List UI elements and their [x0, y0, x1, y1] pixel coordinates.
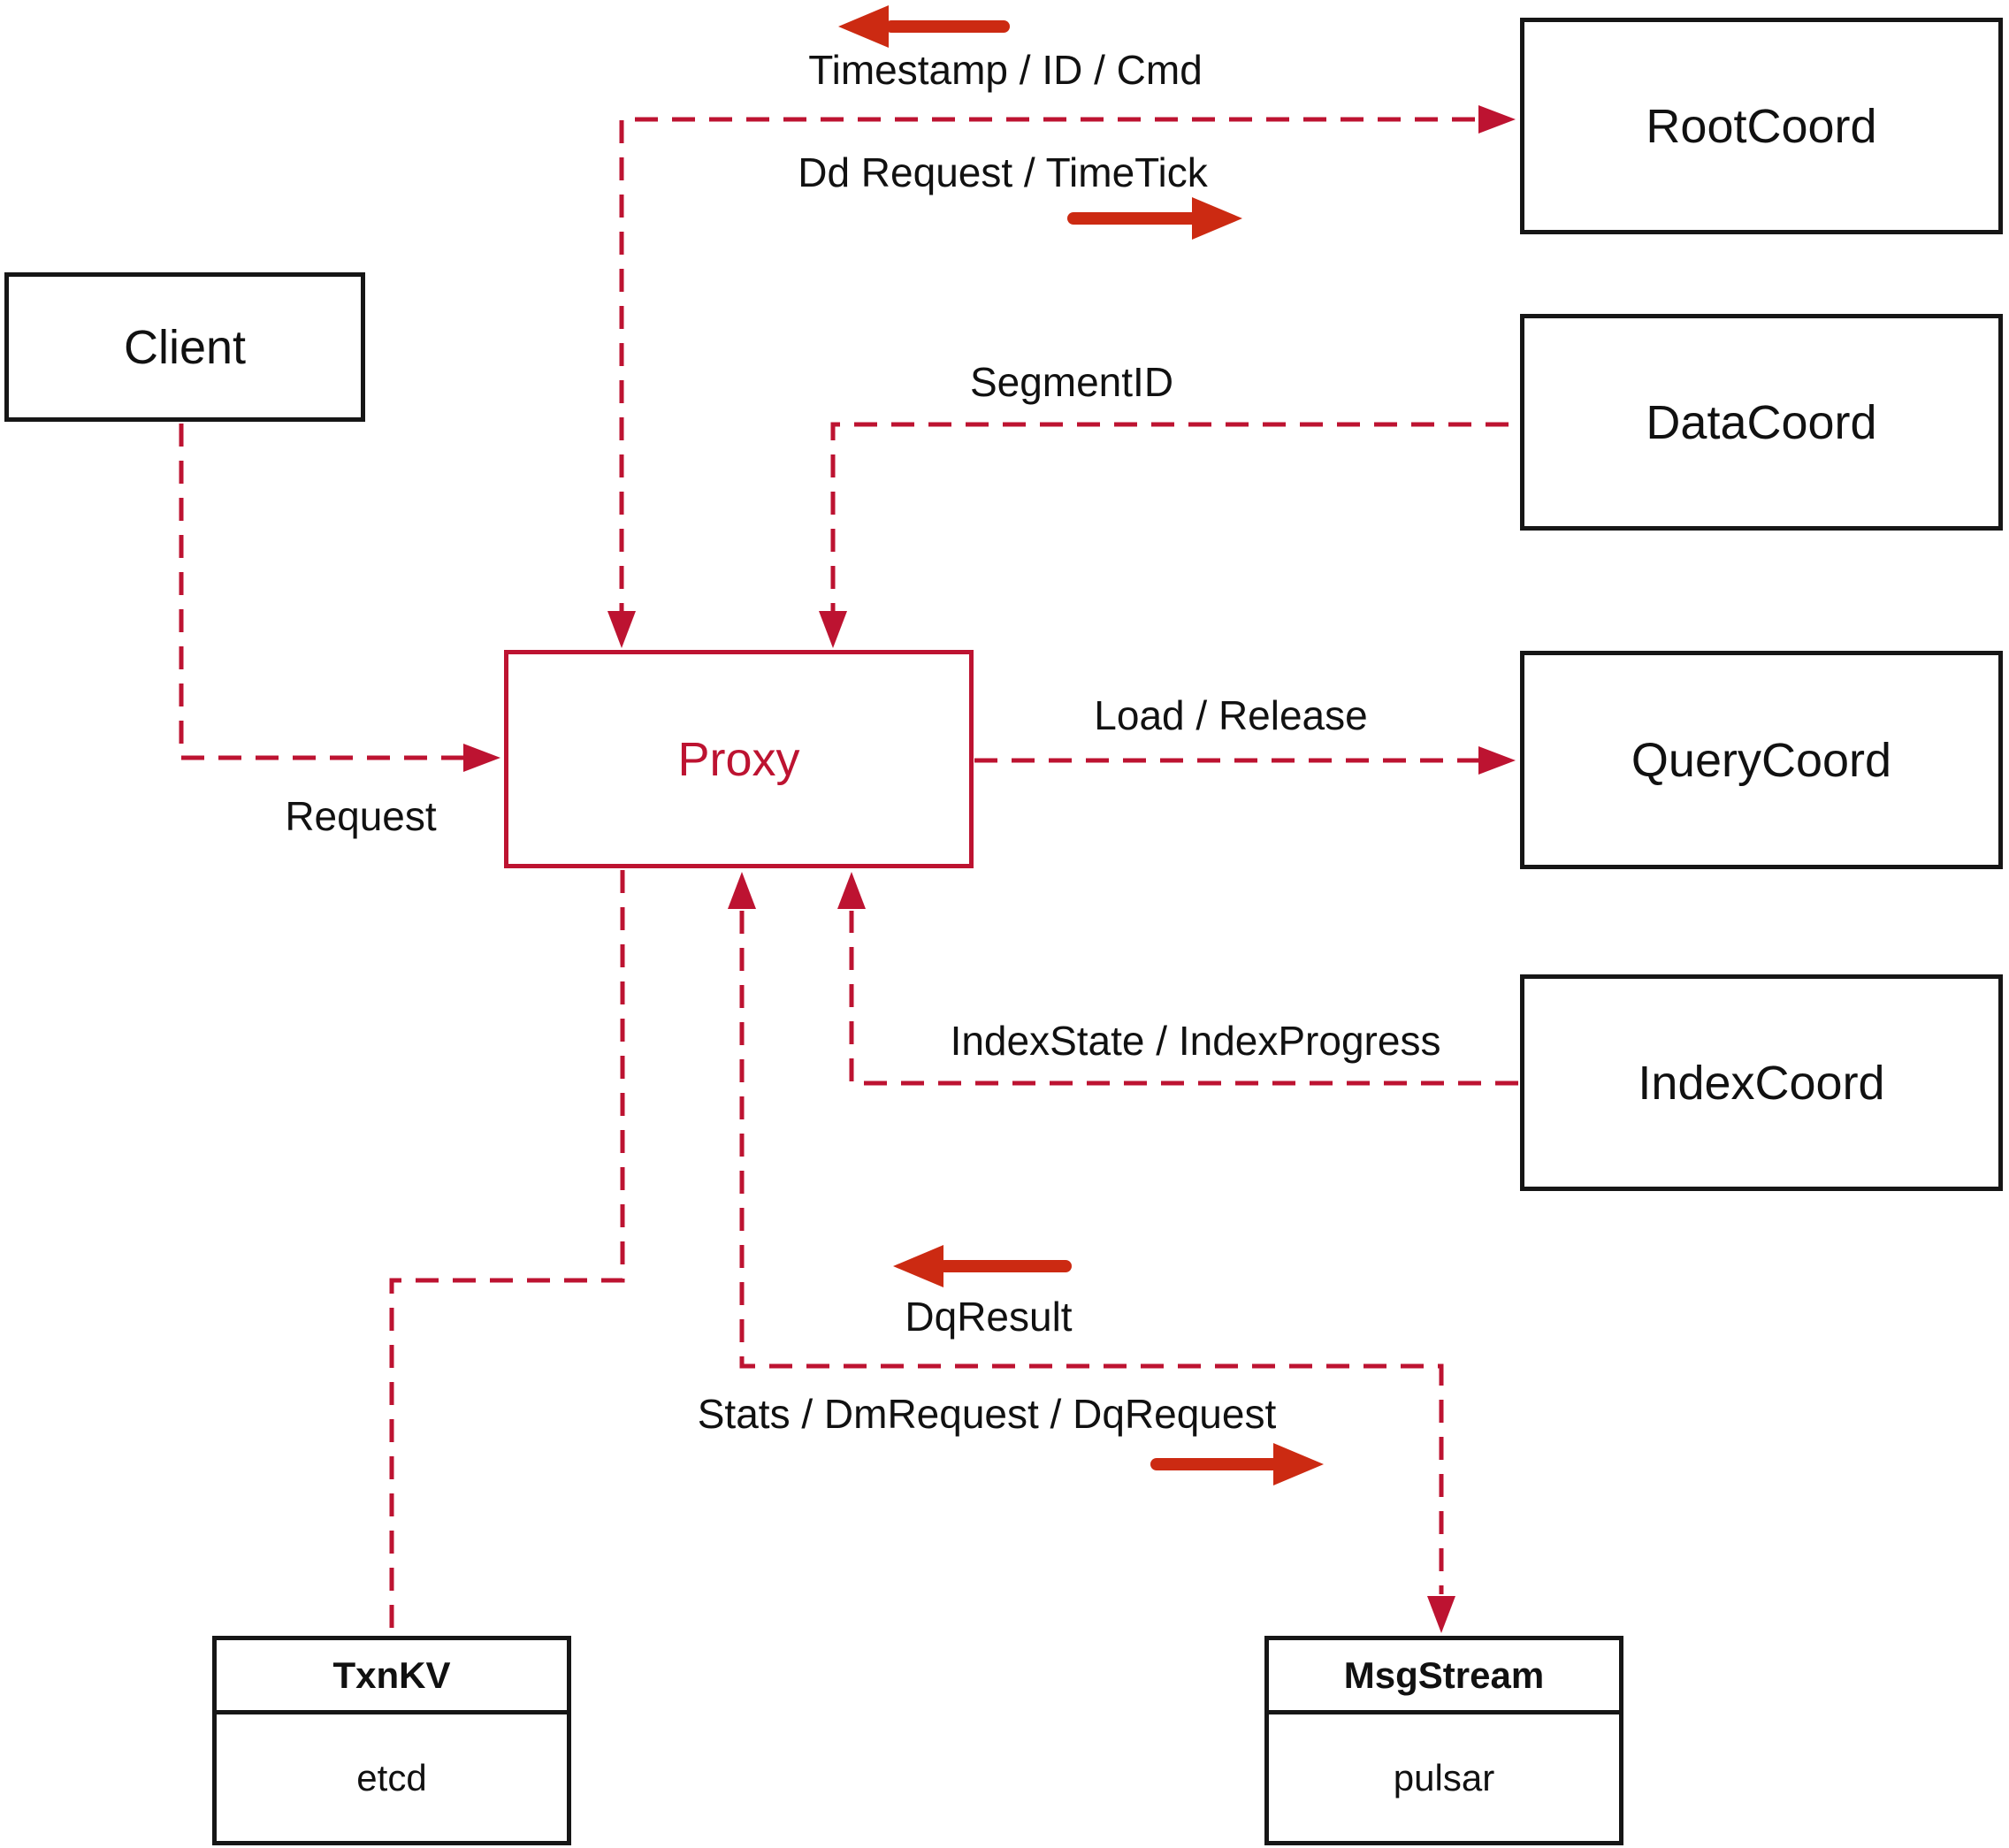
arrowhead-into-querycoord — [1478, 746, 1516, 775]
edge-proxy-txnkv — [389, 870, 625, 1634]
node-msgstream: MsgStream pulsar — [1264, 1636, 1623, 1845]
edge-label-timestamp-id-cmd: Timestamp / ID / Cmd — [808, 47, 1203, 93]
node-rootcoord-label: RootCoord — [1646, 99, 1877, 153]
node-indexcoord-label: IndexCoord — [1638, 1056, 1885, 1110]
arrowhead-into-proxy-top-right — [819, 611, 847, 648]
edge-label-index-state: IndexState / IndexProgress — [950, 1018, 1441, 1064]
arrowhead-into-msgstream — [1427, 1596, 1455, 1633]
node-querycoord: QueryCoord — [1520, 651, 2003, 869]
edge-label-load-release: Load / Release — [1094, 692, 1368, 738]
edge-label-dd-request-timetick: Dd Request / TimeTick — [798, 149, 1208, 195]
node-client: Client — [4, 272, 365, 422]
node-txnkv-title: TxnKV — [217, 1640, 567, 1714]
node-client-label: Client — [123, 320, 247, 374]
edge-indexcoord-proxy — [849, 911, 1518, 1086]
edge-proxy-rootcoord — [619, 117, 1478, 626]
edge-proxy-msgstream — [739, 911, 1444, 1594]
direction-arrow-right-stats — [1150, 1443, 1324, 1485]
direction-arrow-right-ddrequest — [1067, 197, 1242, 240]
node-proxy: Proxy — [504, 650, 974, 868]
node-indexcoord: IndexCoord — [1520, 974, 2003, 1191]
node-proxy-label: Proxy — [677, 732, 800, 786]
edge-datacoord-proxy — [830, 422, 1518, 626]
node-msgstream-subtitle: pulsar — [1393, 1756, 1495, 1798]
arrowhead-into-rootcoord — [1478, 105, 1516, 134]
node-querycoord-label: QueryCoord — [1631, 733, 1892, 787]
edge-label-segment-id: SegmentID — [969, 359, 1174, 405]
arrowhead-into-proxy-top-left — [607, 611, 636, 648]
edge-label-stats-dm-dq: Stats / DmRequest / DqRequest — [697, 1391, 1277, 1437]
direction-arrow-left-timestamp — [838, 5, 1010, 48]
node-datacoord: DataCoord — [1520, 314, 2003, 531]
arrowhead-into-proxy-bottom-mid — [728, 872, 756, 909]
edge-label-request: Request — [285, 793, 437, 839]
edge-client-proxy — [179, 424, 463, 760]
node-txnkv-subtitle: etcd — [356, 1756, 427, 1798]
edge-label-dq-result: DqResult — [905, 1294, 1073, 1340]
node-txnkv: TxnKV etcd — [212, 1636, 571, 1845]
direction-arrow-left-dqresult — [893, 1245, 1072, 1287]
node-msgstream-title: MsgStream — [1269, 1640, 1619, 1714]
arrowhead-into-proxy-bottom-right — [837, 872, 866, 909]
node-rootcoord: RootCoord — [1520, 18, 2003, 234]
arrowhead-into-proxy-left — [463, 744, 500, 772]
node-datacoord-label: DataCoord — [1646, 395, 1877, 449]
